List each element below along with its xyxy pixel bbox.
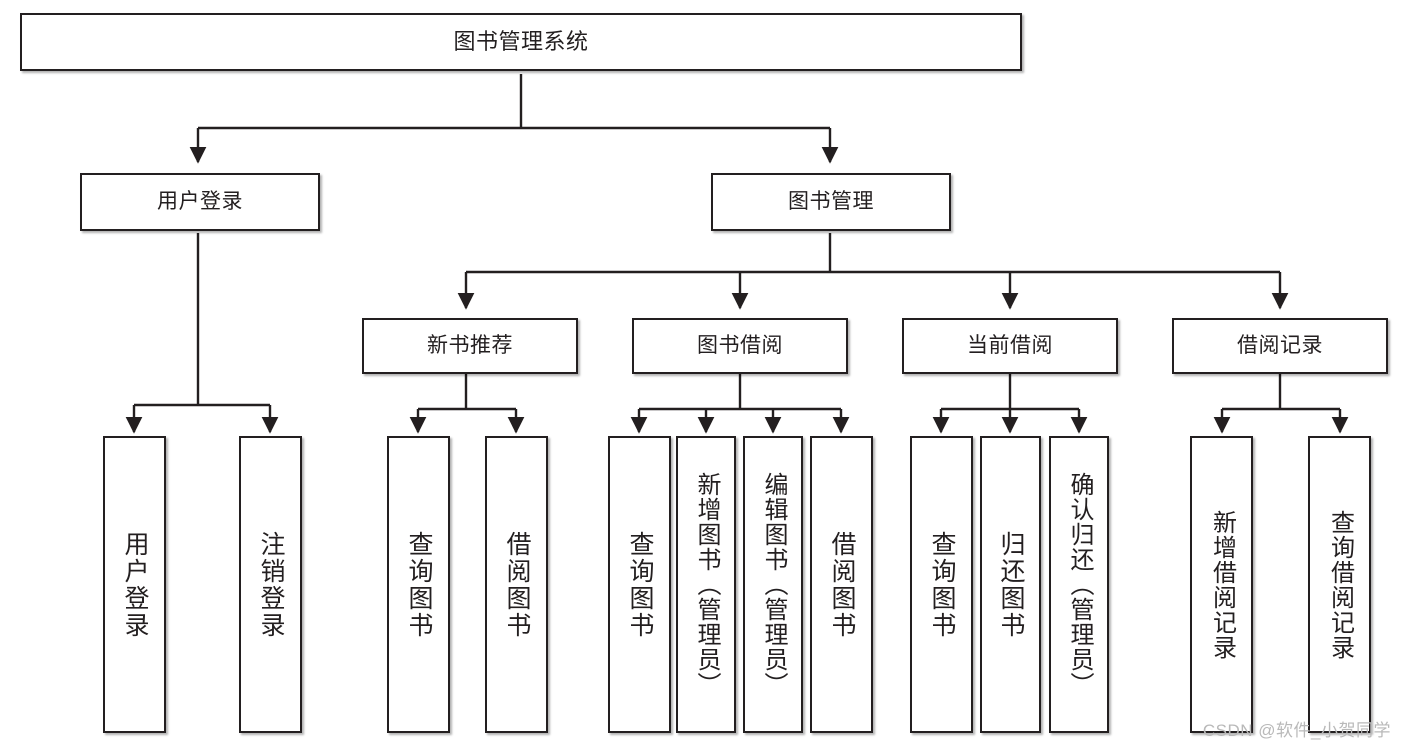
node-label: 用户登录 [157,189,243,213]
node-current-borrow[interactable]: 当前借阅 [902,318,1118,374]
leaf-new-book-query-book[interactable]: 查询图书 [387,436,450,733]
leaf-book-borrow-borrow-book[interactable]: 借阅图书 [810,436,873,733]
leaf-new-book-borrow-book[interactable]: 借阅图书 [485,436,548,733]
node-label: 当前借阅 [967,333,1053,357]
leaf-current-borrow-return-book[interactable]: 归还图书 [980,436,1041,733]
node-label: 编辑图书（管理员） [760,472,787,697]
node-root-book-management-system[interactable]: 图书管理系统 [20,13,1022,71]
node-new-book-recommend[interactable]: 新书推荐 [362,318,578,374]
node-label: 归还图书 [997,530,1025,639]
node-label: 新书推荐 [427,333,513,357]
node-label: 新增图书（管理员） [693,472,720,697]
node-user-login[interactable]: 用户登录 [80,173,320,231]
leaf-user-login-logout[interactable]: 注销登录 [239,436,302,733]
node-label: 注销登录 [257,530,285,639]
node-book-management[interactable]: 图书管理 [711,173,951,231]
leaf-book-borrow-query-book[interactable]: 查询图书 [608,436,671,733]
leaf-user-login-login[interactable]: 用户登录 [103,436,166,733]
node-label: 查询图书 [626,530,654,639]
node-label: 确认归还（管理员） [1066,472,1093,697]
node-label: 借阅记录 [1237,333,1323,357]
node-label: 新增借阅记录 [1208,509,1236,660]
node-book-borrow[interactable]: 图书借阅 [632,318,848,374]
node-label: 借阅图书 [828,530,856,639]
node-label: 图书管理系统 [453,29,589,55]
leaf-borrow-record-query-record[interactable]: 查询借阅记录 [1308,436,1371,733]
leaf-book-borrow-add-book-admin[interactable]: 新增图书（管理员） [676,436,736,733]
node-label: 查询借阅记录 [1326,509,1354,660]
node-label: 用户登录 [121,530,149,639]
leaf-book-borrow-edit-book-admin[interactable]: 编辑图书（管理员） [743,436,803,733]
leaf-borrow-record-add-record[interactable]: 新增借阅记录 [1190,436,1253,733]
leaf-current-borrow-query-book[interactable]: 查询图书 [910,436,973,733]
node-label: 图书借阅 [697,333,783,357]
node-label: 查询图书 [405,530,433,639]
node-label: 查询图书 [928,530,956,639]
leaf-current-borrow-confirm-return-admin[interactable]: 确认归还（管理员） [1049,436,1109,733]
csdn-watermark: CSDN @软件_小贺同学 [1202,721,1391,740]
node-label: 借阅图书 [503,530,531,639]
node-borrow-record[interactable]: 借阅记录 [1172,318,1388,374]
node-label: 图书管理 [788,189,874,213]
